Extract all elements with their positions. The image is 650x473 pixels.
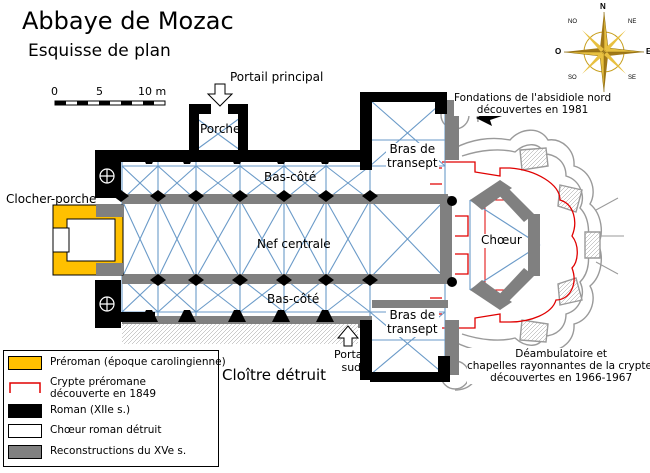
preroman-tower bbox=[52, 204, 124, 276]
legend-label-crypte: Crypte préromane découverte en 1849 bbox=[50, 376, 157, 401]
portail-sud-arrow bbox=[336, 325, 360, 347]
cloister-hatch bbox=[122, 324, 358, 344]
page-title: Abbaye de Mozac bbox=[22, 7, 234, 35]
bras-transept-south-label: Bras de transept bbox=[386, 308, 439, 337]
bras-transept-north-label: Bras de transept bbox=[386, 142, 439, 171]
cloitre-label: Cloître détruit bbox=[222, 366, 327, 384]
legend-swatch-crypte bbox=[9, 382, 41, 393]
portail-sud-label: Portail sud bbox=[334, 348, 369, 374]
scale-tick-5: 5 bbox=[96, 85, 103, 98]
page-subtitle: Esquisse de plan bbox=[28, 41, 171, 61]
apse-outline bbox=[440, 99, 624, 391]
portail-principal-label: Portail principal bbox=[230, 70, 324, 84]
bas-cote-south-label: Bas-côté bbox=[267, 292, 320, 306]
fondations-label: Fondations de l'absidiole nord découvert… bbox=[454, 92, 612, 117]
compass-e: E bbox=[646, 47, 650, 56]
legend-label-roman: Roman (XIIe s.) bbox=[50, 404, 131, 416]
scale-tick-10: 10 m bbox=[138, 85, 167, 98]
legend-swatch-roman bbox=[8, 404, 42, 418]
compass-o: O bbox=[555, 47, 562, 56]
compass-no: NO bbox=[568, 19, 577, 25]
legend: Préroman (époque carolingienne) Crypte p… bbox=[3, 350, 226, 467]
legend-swatch-choeur-detruit bbox=[8, 424, 42, 438]
compass-rose-icon bbox=[563, 11, 645, 93]
deambulatoire-label: Déambulatoire et chapelles rayonnantes d… bbox=[467, 348, 650, 385]
portail-principal-arrow bbox=[206, 83, 234, 107]
legend-swatch-reconstructions bbox=[8, 445, 42, 459]
compass-se: SE bbox=[628, 75, 637, 81]
legend-label-reconstructions: Reconstructions du XVe s. bbox=[50, 445, 187, 457]
compass-n: N bbox=[600, 2, 606, 11]
legend-label-choeur-detruit: Chœur roman détruit bbox=[50, 424, 162, 436]
bas-cote-north-label: Bas-côté bbox=[264, 170, 317, 184]
porche-label: Porche bbox=[200, 122, 241, 136]
stair-icons bbox=[99, 168, 115, 312]
compass-ne: NE bbox=[628, 19, 637, 25]
vaulting bbox=[121, 99, 541, 376]
compass-so: SO bbox=[568, 75, 577, 81]
scale-bar bbox=[54, 100, 166, 106]
nef-centrale-label: Nef centrale bbox=[257, 237, 331, 251]
choeur-label: Chœur bbox=[481, 233, 522, 248]
legend-swatch-preroman bbox=[8, 356, 42, 370]
legend-label-preroman: Préroman (époque carolingienne) bbox=[50, 356, 226, 368]
scale-tick-0: 0 bbox=[51, 85, 58, 98]
clocher-porche-label: Clocher-porche bbox=[6, 192, 97, 206]
